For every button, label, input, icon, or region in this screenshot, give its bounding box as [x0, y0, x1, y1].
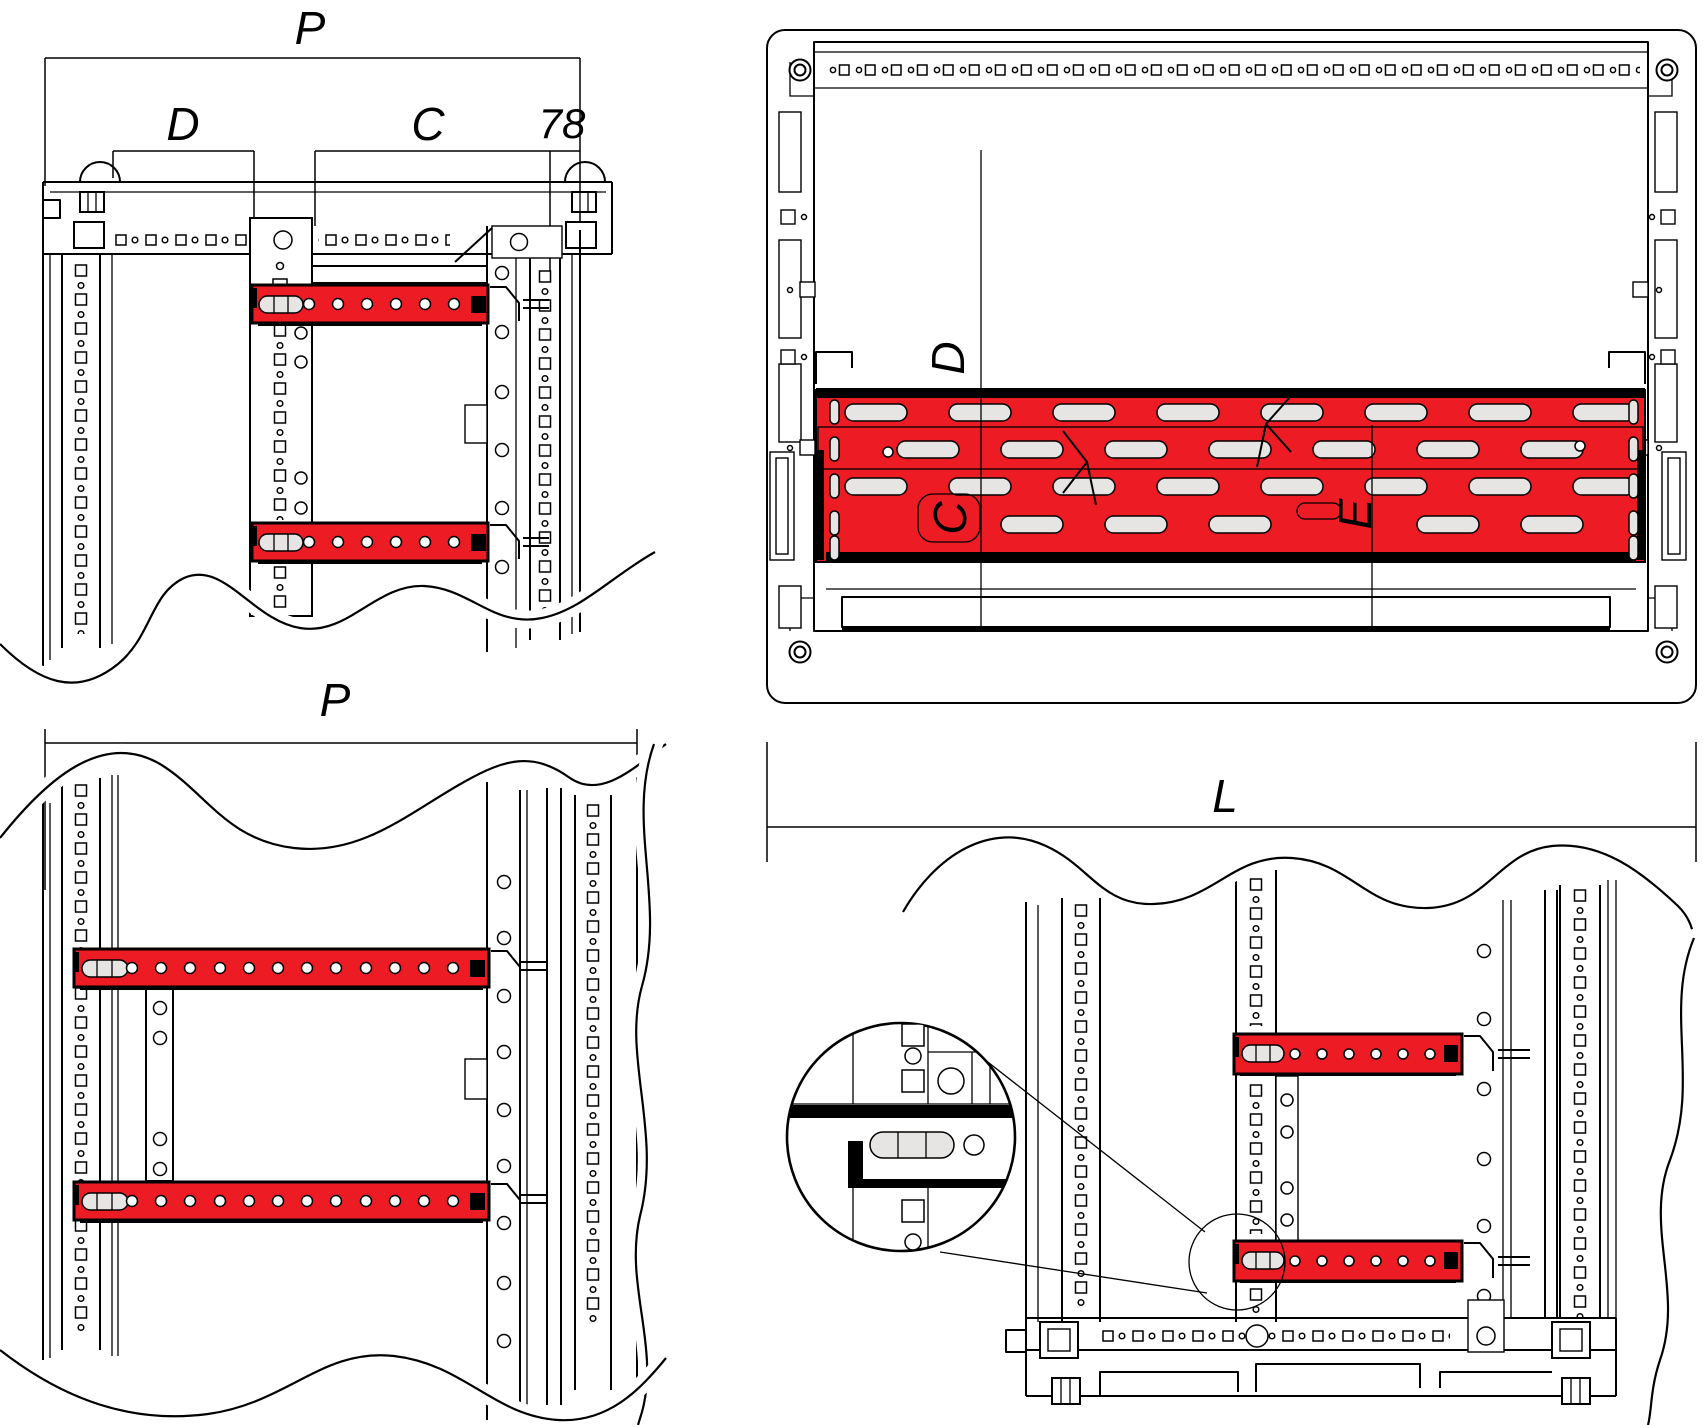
break-line-bottom: [0, 543, 664, 692]
plan-top-perforated-strip: [814, 51, 1648, 89]
dim-label-c-plan: C: [924, 501, 976, 535]
detail-source-ellipse: [1188, 1213, 1286, 1311]
detail-circle: [785, 1021, 1017, 1253]
plate-end-pills: [829, 399, 1639, 561]
dim-label-78: 78: [539, 100, 586, 147]
hinge-dome-left: [79, 161, 121, 183]
view-front-top-left: P D C 78: [0, 2, 664, 692]
red-rail-lower: [72, 1180, 550, 1225]
red-mounting-plate: C E: [815, 388, 1646, 563]
base-perforated-strip: [1100, 1321, 1450, 1351]
left-perforated-upright: [42, 182, 113, 666]
door-slab: [826, 588, 1636, 631]
enclosure-outline: [766, 29, 1697, 704]
dim-label-d-plan: D: [922, 341, 974, 374]
right-bracket-column: [454, 225, 581, 652]
right-perforated-upright: [1559, 880, 1617, 1318]
left-upright: [1025, 902, 1039, 1396]
view-top-plan: C E D L: [766, 29, 1697, 862]
arrow-right: [1062, 430, 1097, 506]
hinge-block-right: [571, 191, 597, 213]
slot-outline-c: [917, 493, 981, 543]
left-perforated-upright: [42, 775, 119, 1360]
mounting-ledge-lines: [312, 265, 487, 284]
break-line-right: [1639, 929, 1703, 1425]
hinge-block-left: [79, 191, 105, 213]
dimension-l: L: [766, 742, 1697, 862]
view-front-bottom-left: P: [0, 674, 675, 1425]
dim-label-p-top: P: [295, 2, 326, 54]
section-lines: [980, 150, 1373, 629]
slot-outline-e: [1296, 502, 1342, 520]
side-column-right: [1648, 111, 1687, 629]
hinge-dome-right: [564, 161, 606, 183]
right-bracket-column: [1476, 890, 1558, 1318]
detail-content: [787, 1023, 1015, 1251]
break-line-right: [626, 735, 663, 1425]
dimension-c: C 78: [314, 98, 586, 274]
latch-tab: [464, 404, 488, 444]
break-line-bottom: [0, 1341, 675, 1425]
dimension-d: D: [112, 98, 255, 226]
dim-label-l: L: [1212, 770, 1238, 822]
arrow-left: [1256, 395, 1292, 468]
dim-label-d: D: [166, 98, 199, 150]
corner-bolts: [788, 58, 1679, 664]
top-perforated-strip: [113, 225, 450, 255]
break-line-top: [894, 828, 1703, 947]
detail-callout: [939, 1051, 1286, 1311]
view-front-bottom-right: [785, 828, 1703, 1425]
foot-right: [1561, 1377, 1591, 1405]
door-sill-steps: [1099, 1363, 1552, 1396]
dim-label-p-bottom: P: [320, 674, 351, 726]
red-rail-upper: [72, 947, 550, 992]
plate-slots: [844, 403, 1636, 534]
right-bracket-column: [464, 782, 562, 1420]
left-perforated-strip: [1061, 898, 1101, 1322]
plate-mounting-tabs: [815, 351, 1646, 384]
middle-support-plate: [145, 984, 174, 1182]
inner-panel: [813, 41, 1649, 632]
base-assembly: [1005, 1299, 1617, 1405]
adjuster-band: [817, 395, 1644, 506]
dimension-p-top: P: [44, 2, 581, 276]
latch-tab: [464, 1058, 488, 1100]
foot-left: [1051, 1377, 1081, 1405]
break-line-top: [0, 735, 675, 858]
dim-label-e-plan: E: [1329, 497, 1381, 529]
dim-label-c: C: [411, 98, 445, 150]
